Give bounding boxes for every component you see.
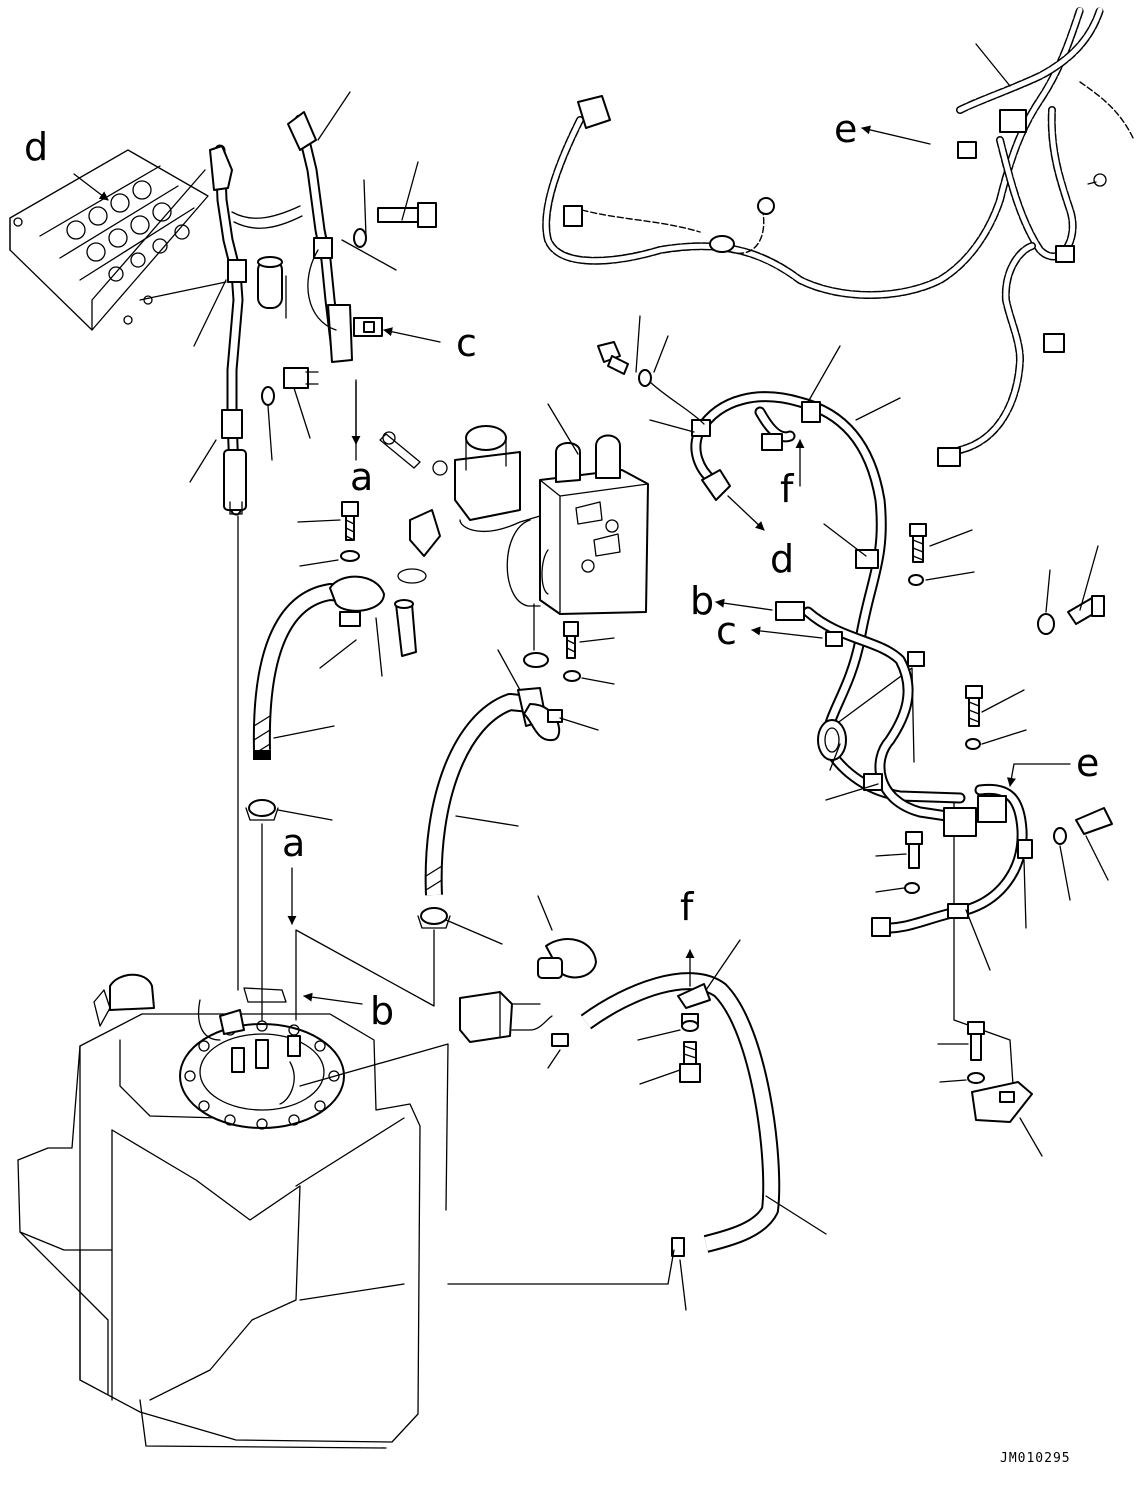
hydraulic-tank: [17, 973, 421, 1449]
ref-label-c-right: c: [716, 609, 737, 653]
ref-label-d-right: d: [770, 537, 794, 581]
hose-center-curved: [417, 621, 615, 945]
ref-label-e-upper: e: [834, 107, 857, 151]
ref-label-b-right: b: [690, 579, 714, 623]
ref-label-f-lower: f: [680, 885, 695, 929]
drawing-code: JM010295: [1000, 1451, 1071, 1466]
center-valve: [379, 403, 649, 651]
ref-label-e-right: e: [1076, 741, 1099, 785]
left-cable-assembly: [209, 111, 437, 516]
leader-lines: [139, 91, 419, 483]
ref-label-b-lower: b: [370, 989, 394, 1033]
ref-label-f-upper: f: [780, 467, 795, 511]
pressure-sensor: [459, 895, 597, 1069]
ref-label-c-left: c: [456, 321, 477, 365]
ref-label-a-lower: a: [282, 821, 305, 865]
reference-labels: d c a a b e f d b c e f: [24, 107, 1099, 1033]
hose-left-curved: [245, 501, 417, 821]
ref-label-a-upper: a: [350, 455, 373, 499]
valve-block-top-left: [9, 149, 209, 331]
reference-arrows: [73, 125, 1071, 1005]
right-fasteners: [875, 523, 1113, 1157]
ref-label-d-left: d: [24, 125, 48, 169]
sub-harness: [597, 315, 1033, 971]
hose-right-long: [580, 939, 827, 1311]
main-harness-dashed: [542, 6, 1135, 467]
